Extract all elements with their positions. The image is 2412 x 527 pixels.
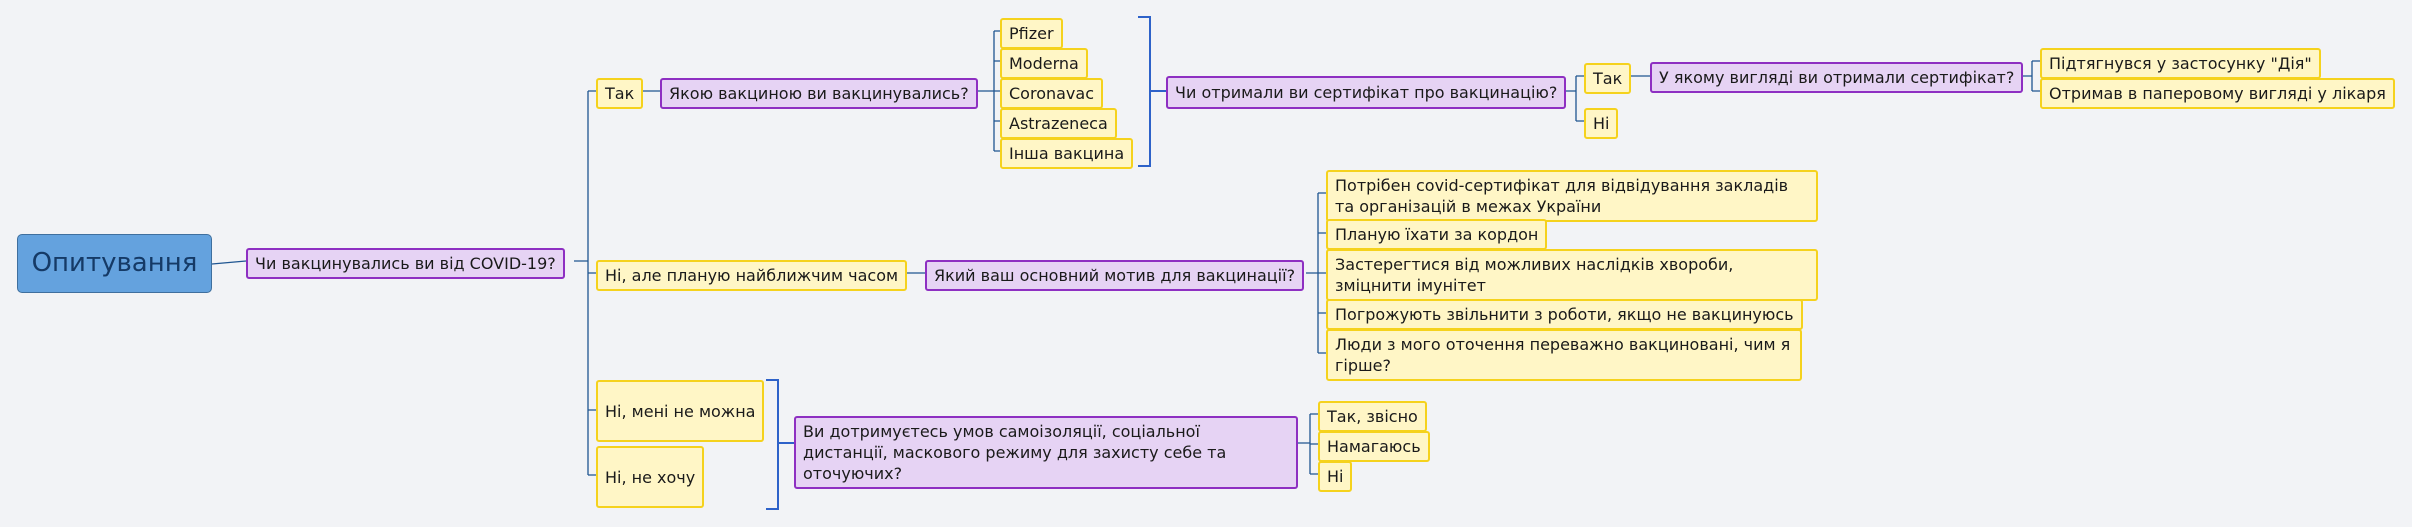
- isolation-question-node[interactable]: Ви дотримуєтесь умов самоізоляції, соціа…: [794, 416, 1298, 489]
- certificate-no-node[interactable]: Ні: [1584, 108, 1619, 139]
- connector-motives: [1306, 192, 1326, 354]
- connector-root: [211, 260, 247, 265]
- certificate-yes-node[interactable]: Так: [1584, 63, 1632, 94]
- vaccine-question-node[interactable]: Якою вакциною ви вакцинувались?: [660, 78, 978, 109]
- motive-option-node[interactable]: Потрібен covid-сертифікат для відвідуван…: [1326, 170, 1818, 222]
- vaccine-option-node[interactable]: Astrazeneca: [1000, 108, 1117, 139]
- isolation-answer-node[interactable]: Так, звісно: [1318, 401, 1427, 432]
- certificate-question-node[interactable]: Чи отримали ви сертифікат про вакцинацію…: [1166, 76, 1567, 109]
- answer-yes-node[interactable]: Так: [596, 78, 644, 109]
- answer-dont-want-node[interactable]: Ні, не хочу: [596, 446, 705, 508]
- connector-vaccines: [978, 30, 1000, 152]
- connector-isolation: [1298, 413, 1318, 475]
- form-answer-node[interactable]: Отримав в паперовому вигляді у лікаря: [2040, 78, 2395, 109]
- main-question-node[interactable]: Чи вакцинувались ви від COVID-19?: [246, 248, 565, 279]
- vaccine-option-node[interactable]: Pfizer: [1000, 18, 1063, 49]
- motive-option-node[interactable]: Планую їхати за кордон: [1326, 219, 1548, 250]
- isolation-answer-node[interactable]: Намагаюсь: [1318, 431, 1430, 462]
- connector-certificate: [1564, 75, 1584, 122]
- bracket-vaccines: [1138, 16, 1166, 167]
- connector-form-answers: [2020, 60, 2040, 92]
- root-node[interactable]: Опитування: [17, 234, 212, 293]
- form-question-node[interactable]: У якому вигляді ви отримали сертифікат?: [1650, 62, 2024, 93]
- motive-question-node[interactable]: Який ваш основний мотив для вакцинації?: [925, 260, 1305, 291]
- motive-option-node[interactable]: Люди з мого оточення переважно вакцинова…: [1326, 329, 1802, 381]
- form-answer-node[interactable]: Підтягнувся у застосунку "Дія": [2040, 48, 2321, 79]
- vaccine-option-node[interactable]: Інша вакцина: [1000, 138, 1134, 169]
- motive-option-node[interactable]: Застерегтися від можливих наслідків хвор…: [1326, 249, 1818, 301]
- connector-main: [574, 90, 596, 476]
- motive-option-node[interactable]: Погрожують звільнити з роботи, якщо не в…: [1326, 299, 1803, 330]
- isolation-answer-node[interactable]: Ні: [1318, 461, 1353, 492]
- answer-planning-node[interactable]: Ні, але планую найближчим часом: [596, 260, 908, 291]
- vaccine-option-node[interactable]: Coronavac: [1000, 78, 1103, 109]
- answer-cannot-node[interactable]: Ні, мені не можна: [596, 380, 765, 442]
- bracket-refusal: [766, 379, 794, 510]
- vaccine-option-node[interactable]: Moderna: [1000, 48, 1088, 79]
